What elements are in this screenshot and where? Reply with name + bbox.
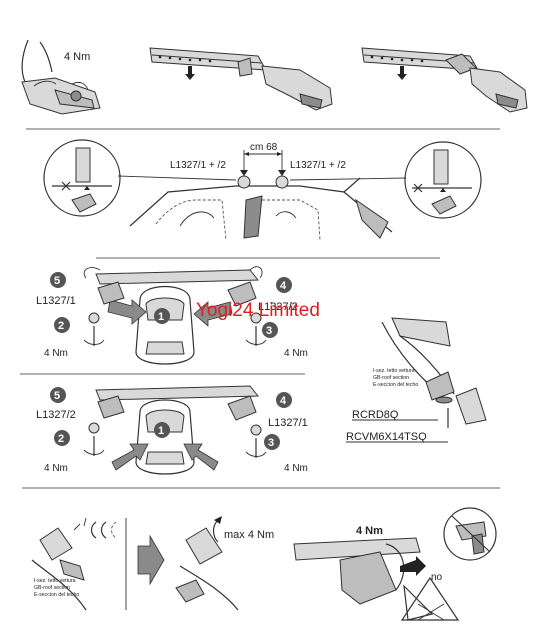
part-label-rcrd8q: RCRD8Q	[352, 409, 399, 421]
arrow-left-rear	[183, 443, 219, 471]
roof-bar-rear	[95, 385, 260, 401]
part-label-rcvm: RCVM6X14TSQ	[346, 431, 427, 443]
step-badge-3-front: 3	[262, 322, 278, 338]
arrow-right-front	[107, 299, 147, 325]
part-label-front-right: L1327/2	[258, 301, 298, 313]
torque-label-top: 4 Nm	[64, 51, 90, 63]
bar-foot-figure-2	[361, 47, 528, 113]
car-top-view-front	[135, 285, 195, 365]
car-side-outline	[129, 177, 393, 241]
pad-application-figure	[31, 517, 117, 611]
panel-rear-install	[83, 385, 267, 475]
step-badge-5-front: 5	[50, 272, 66, 288]
svg-text:3: 3	[268, 437, 274, 449]
arrow-next-step	[137, 534, 165, 586]
hand-tighten-figure	[21, 39, 101, 115]
torque-label-rear-right: 4 Nm	[284, 463, 308, 474]
step-badge-3-rear: 3	[264, 434, 280, 450]
step-badge-2-rear: 2	[54, 430, 70, 446]
roof-section-bottom-1: I-sez. tetto vettura	[34, 578, 76, 584]
hand-max-torque-figure	[175, 516, 239, 611]
torque-label-front-left: 4 Nm	[44, 348, 68, 359]
step-badge-4-front: 4	[276, 277, 292, 293]
part-label-left-top: L1327/1 + /2	[170, 160, 226, 171]
step-badge-1-rear: 1	[154, 422, 170, 438]
no-label: no	[431, 572, 443, 583]
svg-text:1: 1	[158, 425, 164, 437]
bar-end-figure	[293, 537, 434, 621]
torque-label-bottom: 4 Nm	[356, 525, 383, 537]
svg-text:2: 2	[58, 433, 64, 445]
svg-text:3: 3	[266, 325, 272, 337]
svg-text:5: 5	[54, 275, 60, 287]
svg-text:2: 2	[58, 320, 64, 332]
watermark: Yogi24 Limited	[196, 300, 320, 321]
panel-front-install	[83, 266, 267, 365]
roof-section-line-2: GB-roof section	[373, 375, 409, 381]
warning-triangle	[400, 576, 460, 621]
torque-label-rear-left: 4 Nm	[44, 463, 68, 474]
arrow-left-front	[193, 301, 233, 327]
detail-circle-left	[43, 139, 121, 217]
part-label-front-left: L1327/1	[36, 295, 76, 307]
svg-text:1: 1	[158, 311, 164, 323]
svg-text:4: 4	[280, 395, 287, 407]
step-badge-4-rear: 4	[276, 392, 292, 408]
roof-section-line-1: I-sez. tetto vettura	[373, 368, 415, 374]
roof-section-detail	[381, 317, 487, 428]
no-drill-icon	[443, 507, 497, 561]
part-label-rear-right: L1327/1	[268, 417, 308, 429]
roof-section-bottom-2: GB-roof section	[34, 585, 70, 591]
panel-bottom-row: I-sez. tetto vettura GB-roof section E-s…	[31, 507, 497, 621]
roof-bar-front	[95, 269, 260, 285]
step-badge-2-front: 2	[54, 317, 70, 333]
step-badge-5-rear: 5	[50, 387, 66, 403]
torque-label-front-right: 4 Nm	[284, 348, 308, 359]
detail-circle-right	[404, 141, 482, 219]
part-label-right-top: L1327/1 + /2	[290, 160, 346, 171]
svg-text:5: 5	[54, 390, 60, 402]
max-torque-label: max 4 Nm	[224, 529, 274, 541]
panel-car-side	[43, 139, 482, 241]
svg-text:4: 4	[280, 280, 287, 292]
distance-label: cm 68	[250, 142, 278, 153]
part-label-rear-left: L1327/2	[36, 409, 76, 421]
roof-section-line-3: E-seccion del techo	[373, 382, 418, 388]
step-badge-1-front: 1	[154, 308, 170, 324]
bar-foot-figure-1	[149, 47, 333, 111]
panel-top-row: 4 Nm	[21, 39, 528, 115]
arrow-right-rear	[111, 443, 149, 471]
roof-section-bottom-3: E-seccion del techo	[34, 592, 79, 598]
